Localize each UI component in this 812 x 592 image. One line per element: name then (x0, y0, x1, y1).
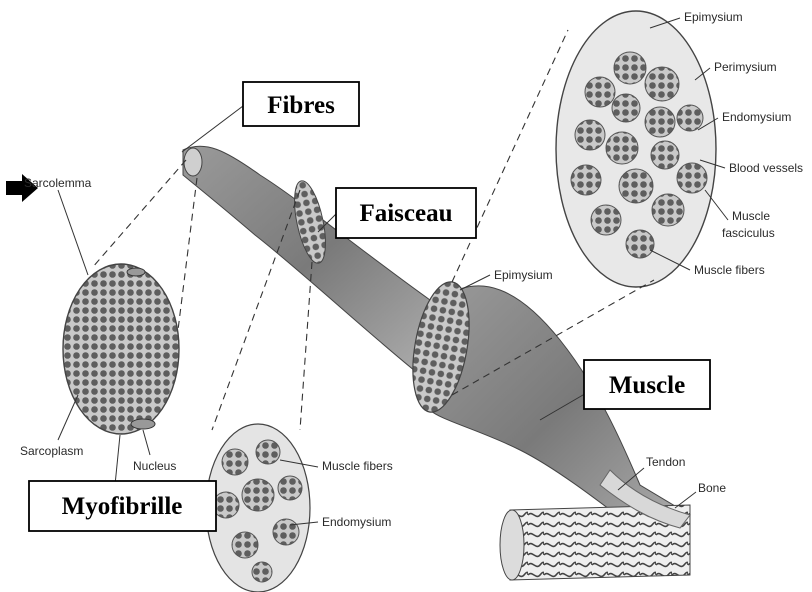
endomysium-top-label: Endomysium (722, 110, 791, 124)
perimysium-label: Perimysium (714, 60, 777, 74)
muscle-cross-section (556, 11, 716, 287)
faisceau-box: Faisceau (336, 188, 476, 238)
fibres-box: Fibres (243, 82, 359, 126)
tendon-label: Tendon (646, 455, 685, 469)
muscle-box: Muscle (584, 360, 710, 409)
fiber-cross-section (63, 264, 179, 434)
muscle-fasciculus-label-line2: fasciculus (722, 226, 775, 240)
sarcolemma-label: Sarcolemma (24, 176, 92, 190)
epimysium-mid-label: Epimysium (494, 268, 553, 282)
sarcoplasm-label: Sarcoplasm (20, 444, 83, 458)
muscle-fasciculus-label-line1: Muscle (732, 209, 770, 223)
endomysium-bottom-label: Endomysium (322, 515, 391, 529)
blood-vessels-label: Blood vessels (729, 161, 803, 175)
faisceau-label: Faisceau (359, 200, 452, 227)
muscle-label: Muscle (609, 372, 685, 399)
muscle-fibers-bottom-label: Muscle fibers (322, 459, 393, 473)
nucleus-label: Nucleus (133, 459, 176, 473)
bone-label: Bone (698, 481, 726, 495)
epimysium-top-label: Epimysium (684, 10, 743, 24)
fibres-label: Fibres (267, 92, 335, 119)
fascicle-cross-section (206, 424, 310, 592)
muscle-fibers-right-label: Muscle fibers (694, 263, 765, 277)
myofibrille-box: Myofibrille (29, 481, 216, 531)
myofibrille-label: Myofibrille (62, 493, 183, 520)
